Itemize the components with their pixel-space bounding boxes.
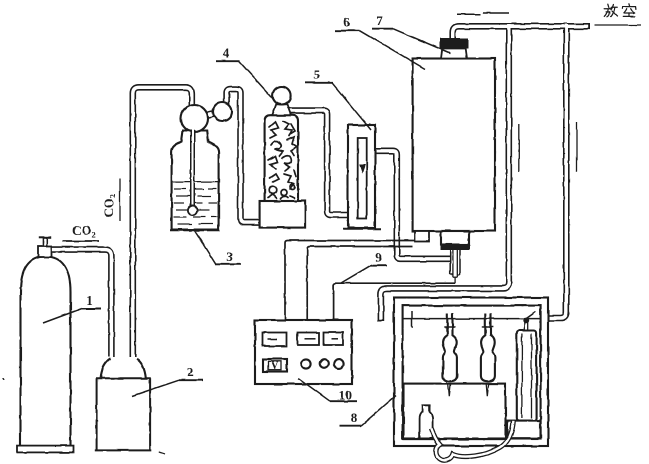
- callout-4: 4: [216, 46, 276, 102]
- cylinder-base: [16, 444, 75, 454]
- svg-text:8: 8: [351, 410, 358, 425]
- svg-text:9: 9: [375, 250, 382, 265]
- knob-1: [300, 358, 312, 370]
- collection-box: [392, 296, 550, 448]
- callout-6: 6: [335, 15, 426, 70]
- callout-5: 5: [305, 67, 372, 131]
- svg-text:7: 7: [376, 13, 383, 28]
- column-top-ball: [271, 85, 292, 106]
- voltmeter: V: [262, 357, 289, 373]
- reactor: [411, 38, 497, 284]
- controller-knobs: [300, 358, 345, 370]
- burette-base: [506, 419, 542, 440]
- pipework: [52, 24, 590, 357]
- svg-text:4: 4: [223, 46, 230, 61]
- callout-7: 7: [372, 13, 451, 54]
- collection-tube-1: [441, 313, 458, 397]
- wash-bottle-large-bulb: [179, 103, 210, 134]
- reactor-inlet-tube: [449, 250, 461, 284]
- svg-text:3: 3: [226, 249, 233, 264]
- callout-1: 1: [42, 293, 101, 324]
- reactor-cap: [439, 47, 469, 60]
- svg-text:6: 6: [343, 15, 350, 30]
- reactor-bottom-fitting: [439, 229, 471, 246]
- wash-bottle: [170, 100, 234, 232]
- flowmeter-float: [359, 164, 366, 174]
- wash-bottle-small-bulb: [211, 100, 234, 123]
- heater-wire-1: [284, 239, 418, 320]
- column-stopper: [270, 103, 293, 117]
- gas-cylinder: [16, 236, 75, 454]
- vent-label: 放空: [595, 3, 641, 26]
- svg-text:CO2: CO2: [72, 223, 96, 240]
- heater-terminal-block: [414, 230, 430, 243]
- heater-wire-2: [306, 245, 412, 320]
- svg-text:10: 10: [339, 388, 352, 403]
- callout-2: 2: [131, 364, 203, 397]
- co2-line-label: CO2: [101, 179, 121, 221]
- callouts: 1 2 3 4 5 6 7: [42, 13, 451, 427]
- svg-text:2: 2: [187, 364, 194, 379]
- svg-text:1: 1: [86, 293, 93, 308]
- collection-tube-2: [479, 313, 496, 397]
- reactor-body: [411, 57, 497, 233]
- reservoir-vessel: [94, 357, 152, 452]
- controller-displays: [261, 331, 344, 347]
- column-base: [258, 199, 307, 229]
- svg-text:5: 5: [314, 67, 321, 82]
- packed-column: [258, 85, 307, 229]
- dip-tube: [186, 130, 198, 216]
- reactor-bottom-band: [440, 244, 470, 250]
- callout-9: 9: [340, 250, 387, 284]
- cylinder-valve: [37, 236, 53, 258]
- vent-label-glyphs: [603, 3, 637, 18]
- callout-8: 8: [340, 394, 397, 427]
- scan-roughness-wrapper: V: [2, 3, 641, 460]
- svg-text:CO2: CO2: [101, 194, 118, 218]
- callout-10: 10: [297, 377, 357, 403]
- thermocouple-wire: [332, 282, 456, 320]
- gas-burette: [506, 311, 542, 440]
- controller-box: V: [253, 318, 354, 386]
- knob-3: [332, 358, 345, 370]
- flowmeter-tube: [356, 137, 368, 220]
- co2-feed-label: CO2: [63, 223, 99, 242]
- column-packing: [267, 120, 299, 200]
- knob-2: [318, 358, 330, 369]
- wash-bottle-body: [170, 129, 220, 231]
- controller-wires: [284, 239, 456, 320]
- scan-specks: [2, 378, 166, 455]
- vent-line-dashes: [457, 12, 509, 15]
- reactor-cap-band: [439, 38, 469, 49]
- callout-3: 3: [192, 228, 241, 266]
- sample-tray: [402, 382, 507, 441]
- voltmeter-label: V: [271, 361, 279, 372]
- flowmeter: [343, 123, 381, 230]
